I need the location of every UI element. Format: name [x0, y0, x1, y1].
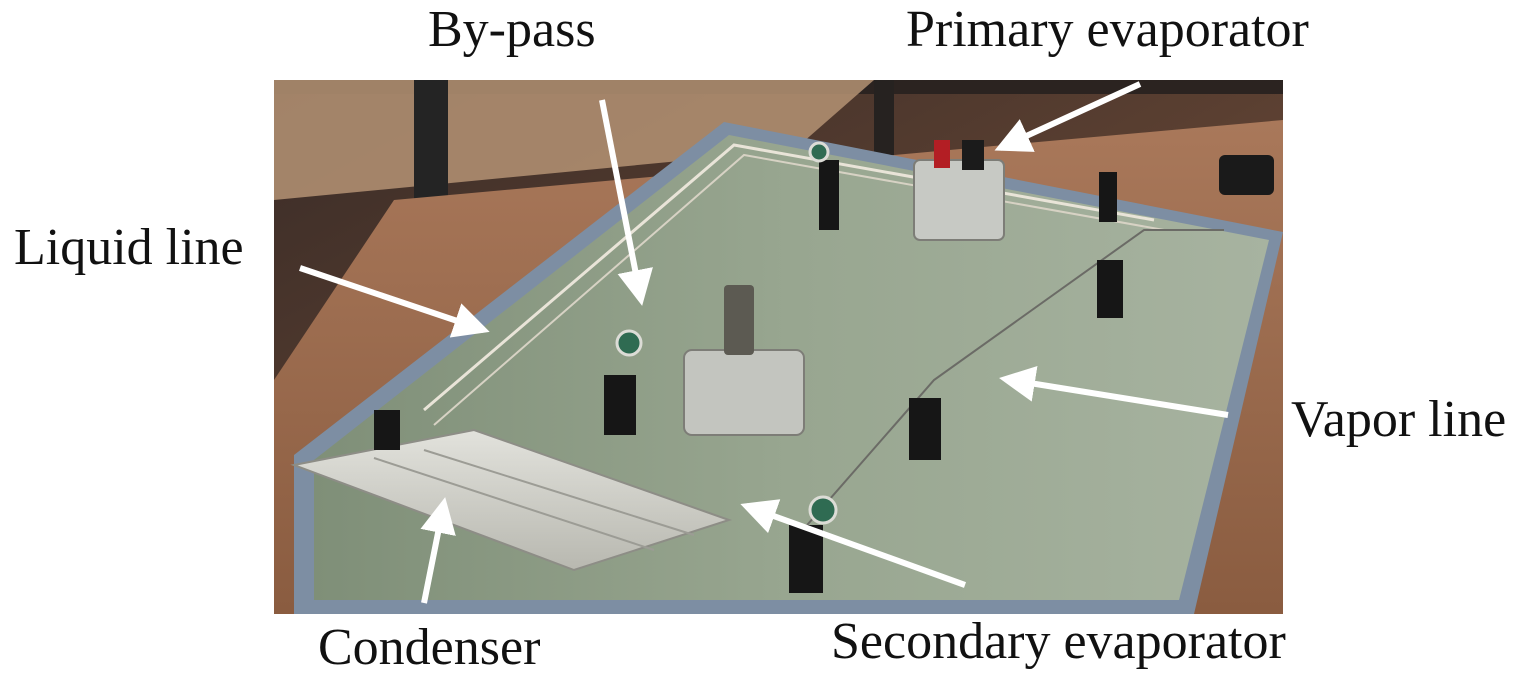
label-vapor-line: Vapor line: [1291, 391, 1507, 448]
support-post: [1099, 172, 1117, 222]
pressure-gauge: [808, 141, 830, 163]
support-post: [909, 398, 941, 460]
primary-evaporator-body: [913, 159, 1005, 241]
support-post: [1097, 260, 1123, 318]
liquid-line-tube: [433, 153, 1165, 426]
secondary-evaporator-body: [683, 349, 805, 436]
label-condenser: Condenser: [318, 619, 541, 676]
secondary-evaporator-valve: [724, 285, 754, 355]
primary-evaporator-valve: [934, 140, 950, 168]
label-primary-evaporator: Primary evaporator: [906, 1, 1309, 58]
support-post: [374, 410, 400, 450]
pressure-gauge: [808, 495, 838, 525]
label-liquid-line: Liquid line: [14, 219, 244, 276]
support-post: [819, 160, 839, 230]
condenser-plate: [290, 428, 733, 572]
pressure-gauge: [615, 329, 643, 357]
experimental-setup-photo: [274, 80, 1283, 614]
label-bypass: By-pass: [428, 1, 596, 58]
support-post: [604, 375, 636, 435]
support-post: [789, 525, 823, 593]
label-secondary-evaporator: Secondary evaporator: [831, 613, 1286, 670]
telephone: [1219, 155, 1274, 195]
liquid-line-tube: [423, 143, 1155, 412]
vapor-line-tube: [793, 229, 1224, 541]
